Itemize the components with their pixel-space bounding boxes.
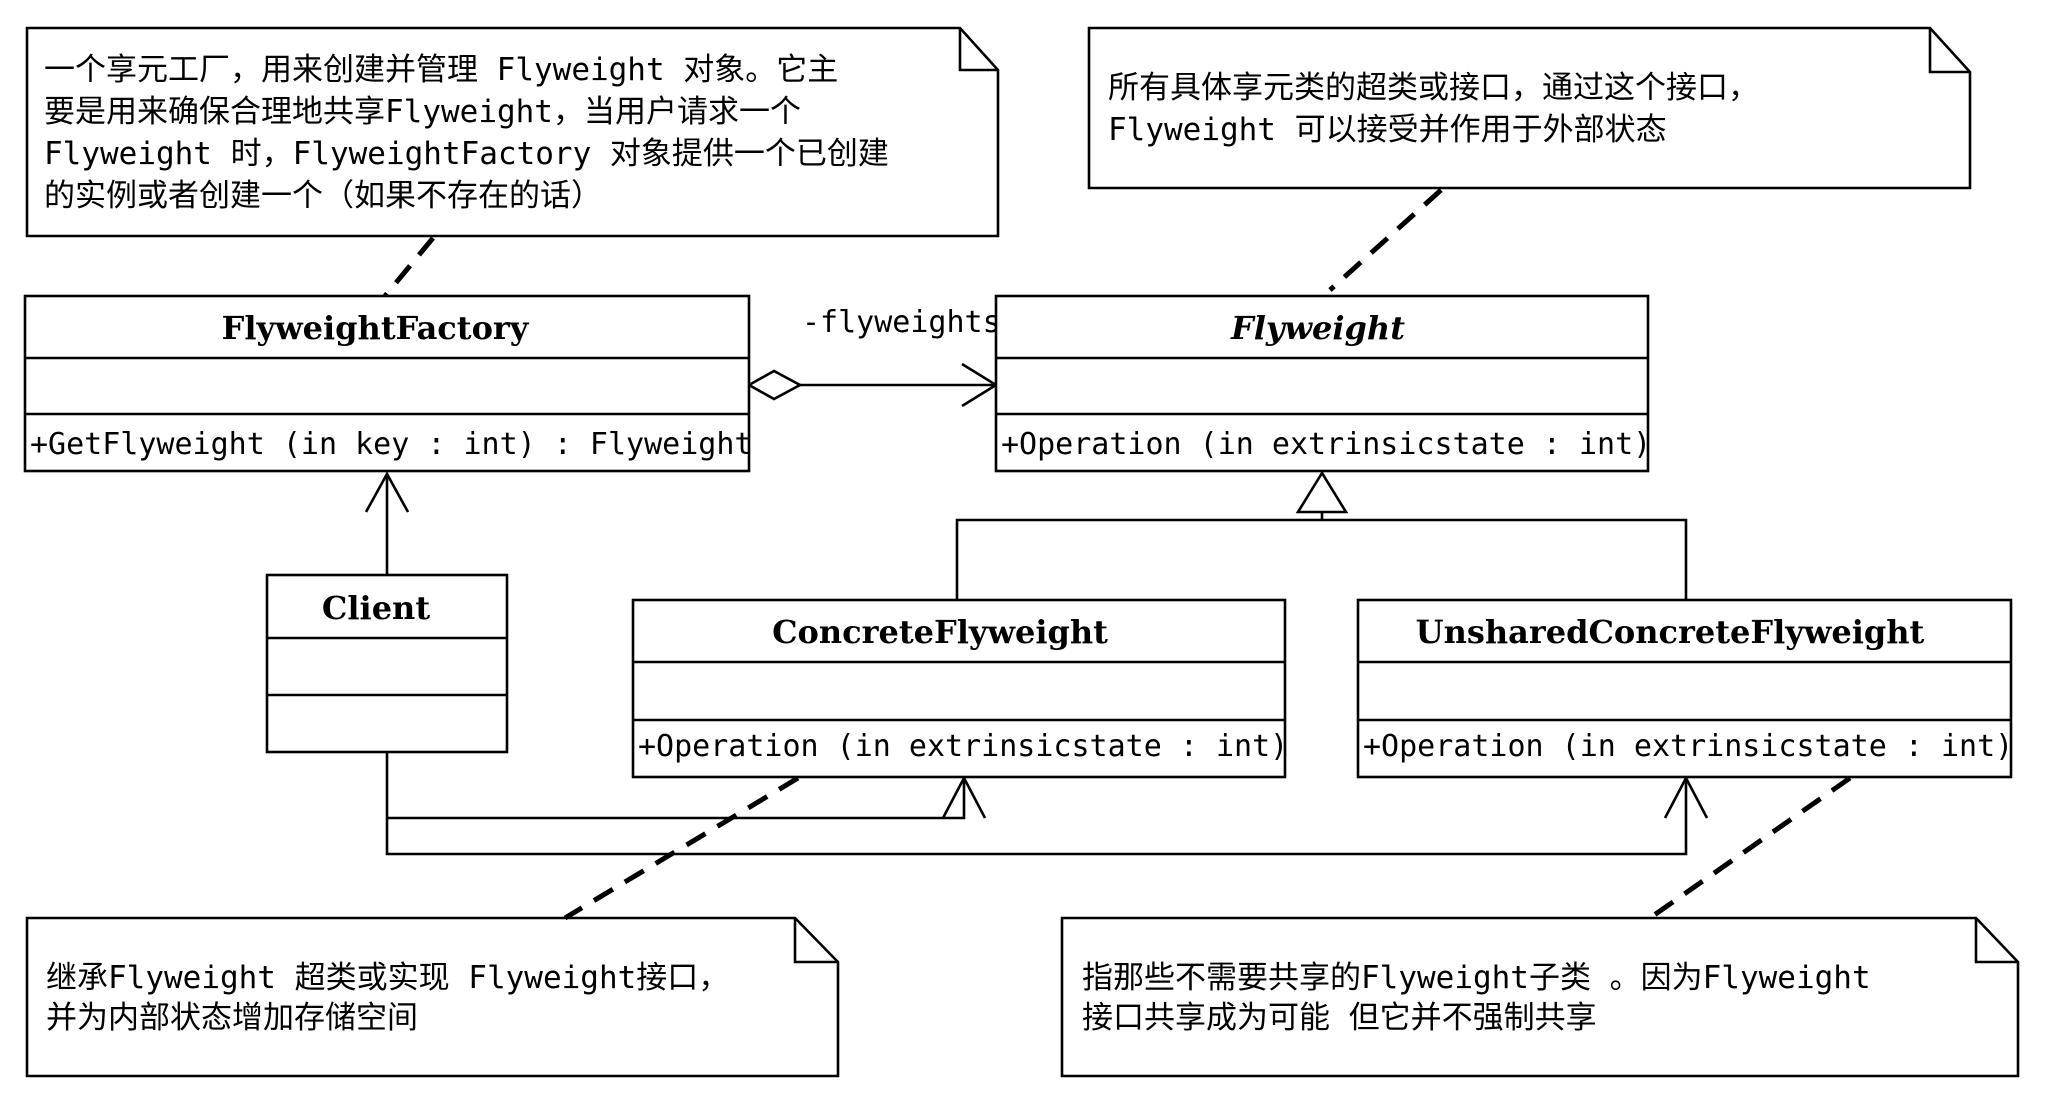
note-factory-line-4: 的实例或者创建一个（如果不存在的话） — [44, 178, 602, 214]
note-concrete-line-2: 并为内部状态增加存储空间 — [46, 1000, 418, 1036]
anchor-unshared-note — [1648, 775, 1852, 921]
note-factory-line-2: 要是用来确保合理地共享Flyweight，当用户请求一个 — [44, 94, 801, 130]
aggregation-flyweights: -flyweights — [746, 305, 1001, 408]
class-unshared-concrete-flyweight[interactable]: UnsharedConcreteFlyweight +Operation (in… — [1356, 598, 2013, 779]
note-concrete-line-1: 继承Flyweight 超类或实现 Flyweight接口， — [46, 960, 729, 996]
anchor-factory-note — [383, 236, 435, 298]
arrow-to-factory-icon — [364, 471, 410, 513]
note-unshared-flyweight: 指那些不需要共享的Flyweight子类 。因为Flyweight 接口共享成为… — [1060, 916, 2020, 1078]
note-flyweight-line-1: 所有具体享元类的超类或接口，通过这个接口， — [1108, 70, 1759, 106]
class-flyweight-factory[interactable]: FlyweightFactory +GetFlyweight (in key :… — [23, 294, 752, 473]
class-concrete-flyweight-operation: +Operation (in extrinsicstate : int) — [638, 729, 1288, 764]
class-flyweight-factory-operation: +GetFlyweight (in key : int) : Flyweight — [30, 427, 752, 462]
class-unshared-concrete-flyweight-name: UnsharedConcreteFlyweight — [1416, 613, 1925, 651]
anchor-flyweight-note — [1328, 188, 1443, 292]
note-concrete-flyweight: 继承Flyweight 超类或实现 Flyweight接口， 并为内部状态增加存… — [25, 916, 840, 1078]
note-flyweight-line-2: Flyweight 可以接受并作用于外部状态 — [1108, 112, 1667, 148]
note-unshared-line-2: 接口共享成为可能 但它并不强制共享 — [1082, 1000, 1597, 1036]
association-role-label: -flyweights — [802, 305, 1001, 340]
note-factory-line-1: 一个享元工厂，用来创建并管理 Flyweight 对象。它主 — [44, 52, 838, 88]
class-unshared-concrete-flyweight-operation: +Operation (in extrinsicstate : int) — [1363, 729, 2013, 764]
note-flyweight: 所有具体享元类的超类或接口，通过这个接口， Flyweight 可以接受并作用于… — [1087, 26, 1972, 190]
note-unshared-line-1: 指那些不需要共享的Flyweight子类 。因为Flyweight — [1082, 960, 1871, 996]
class-flyweight[interactable]: Flyweight +Operation (in extrinsicstate … — [994, 294, 1651, 473]
class-flyweight-operation: +Operation (in extrinsicstate : int) — [1001, 427, 1651, 462]
anchor-concrete-note — [563, 775, 800, 921]
class-flyweight-name: Flyweight — [1230, 309, 1405, 347]
note-factory: 一个享元工厂，用来创建并管理 Flyweight 对象。它主 要是用来确保合理地… — [25, 26, 1000, 238]
class-client-name: Client — [322, 589, 430, 627]
class-concrete-flyweight-name: ConcreteFlyweight — [772, 613, 1108, 651]
class-concrete-flyweight[interactable]: ConcreteFlyweight +Operation (in extrins… — [631, 598, 1288, 779]
generalization — [955, 470, 1688, 600]
inheritance-triangle-icon — [1295, 470, 1349, 514]
note-factory-line-3: Flyweight 时，FlyweightFactory 对象提供一个已创建 — [44, 136, 889, 172]
dependency-client-factory — [364, 471, 410, 575]
class-client[interactable]: Client — [265, 573, 509, 754]
class-flyweight-factory-name: FlyweightFactory — [222, 309, 530, 347]
aggregation-diamond-icon — [746, 369, 803, 401]
